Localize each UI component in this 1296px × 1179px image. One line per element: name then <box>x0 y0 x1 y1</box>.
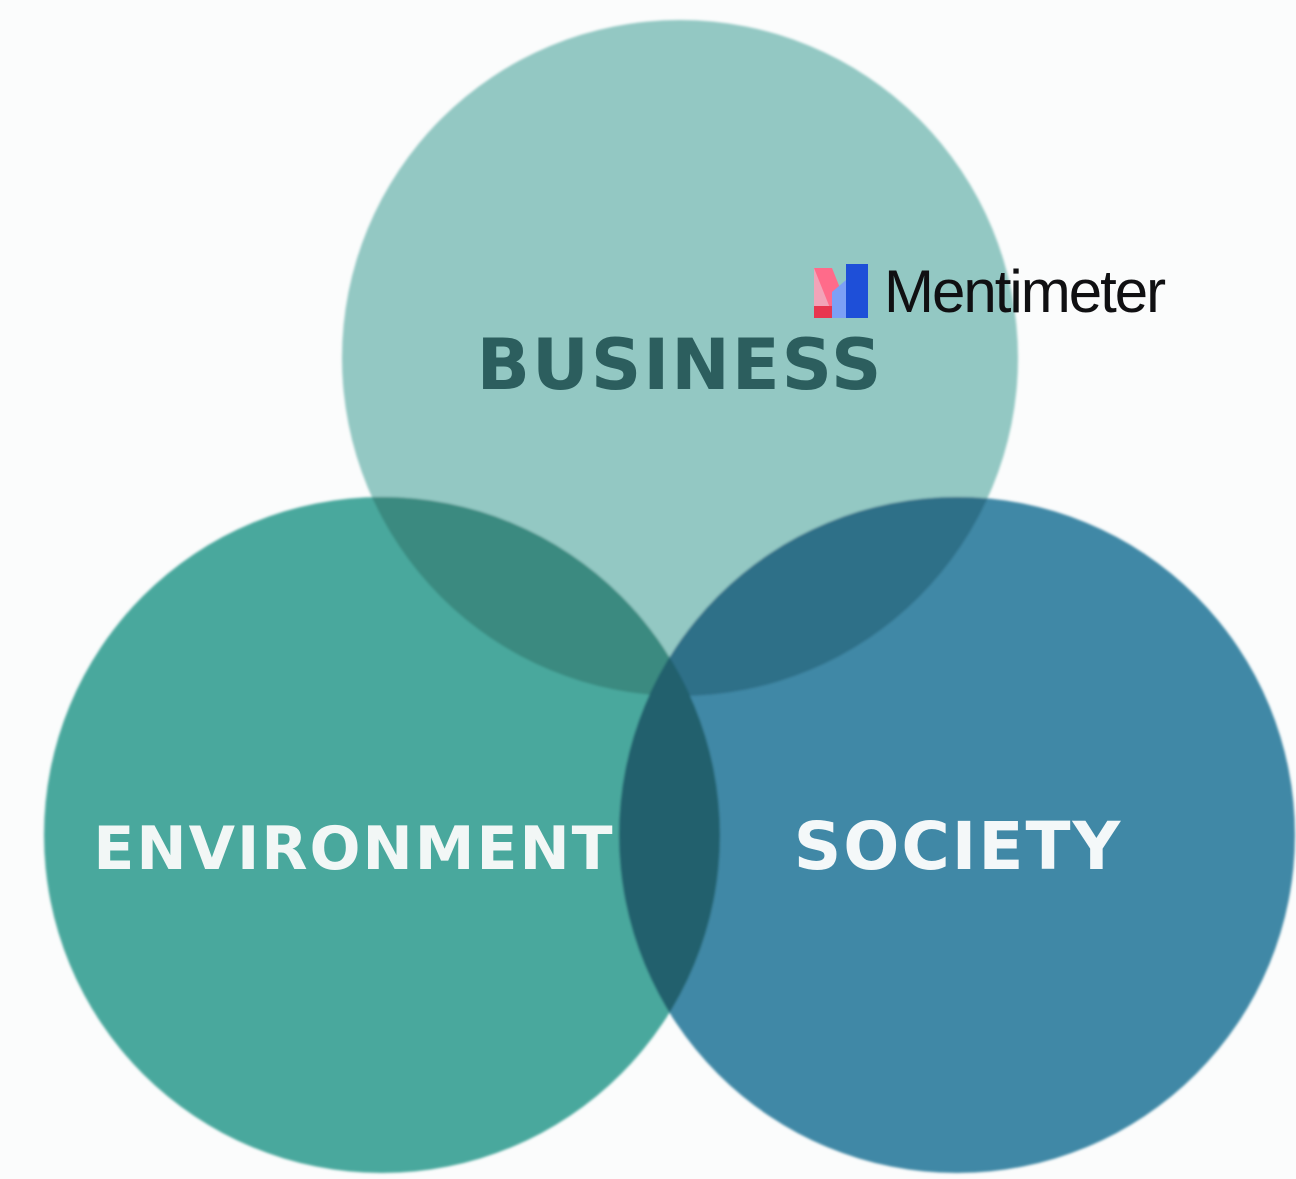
mentimeter-wordmark: Mentimeter <box>884 258 1166 325</box>
mentimeter-watermark: Mentimeter <box>812 258 1166 325</box>
mentimeter-logo-icon <box>814 264 868 318</box>
business-society-overlap <box>619 497 1018 696</box>
business-environment-overlap <box>342 497 720 696</box>
environment-label: ENVIRONMENT <box>93 814 614 884</box>
business-label: BUSINESS <box>477 324 884 406</box>
society-label: SOCIETY <box>794 808 1123 885</box>
